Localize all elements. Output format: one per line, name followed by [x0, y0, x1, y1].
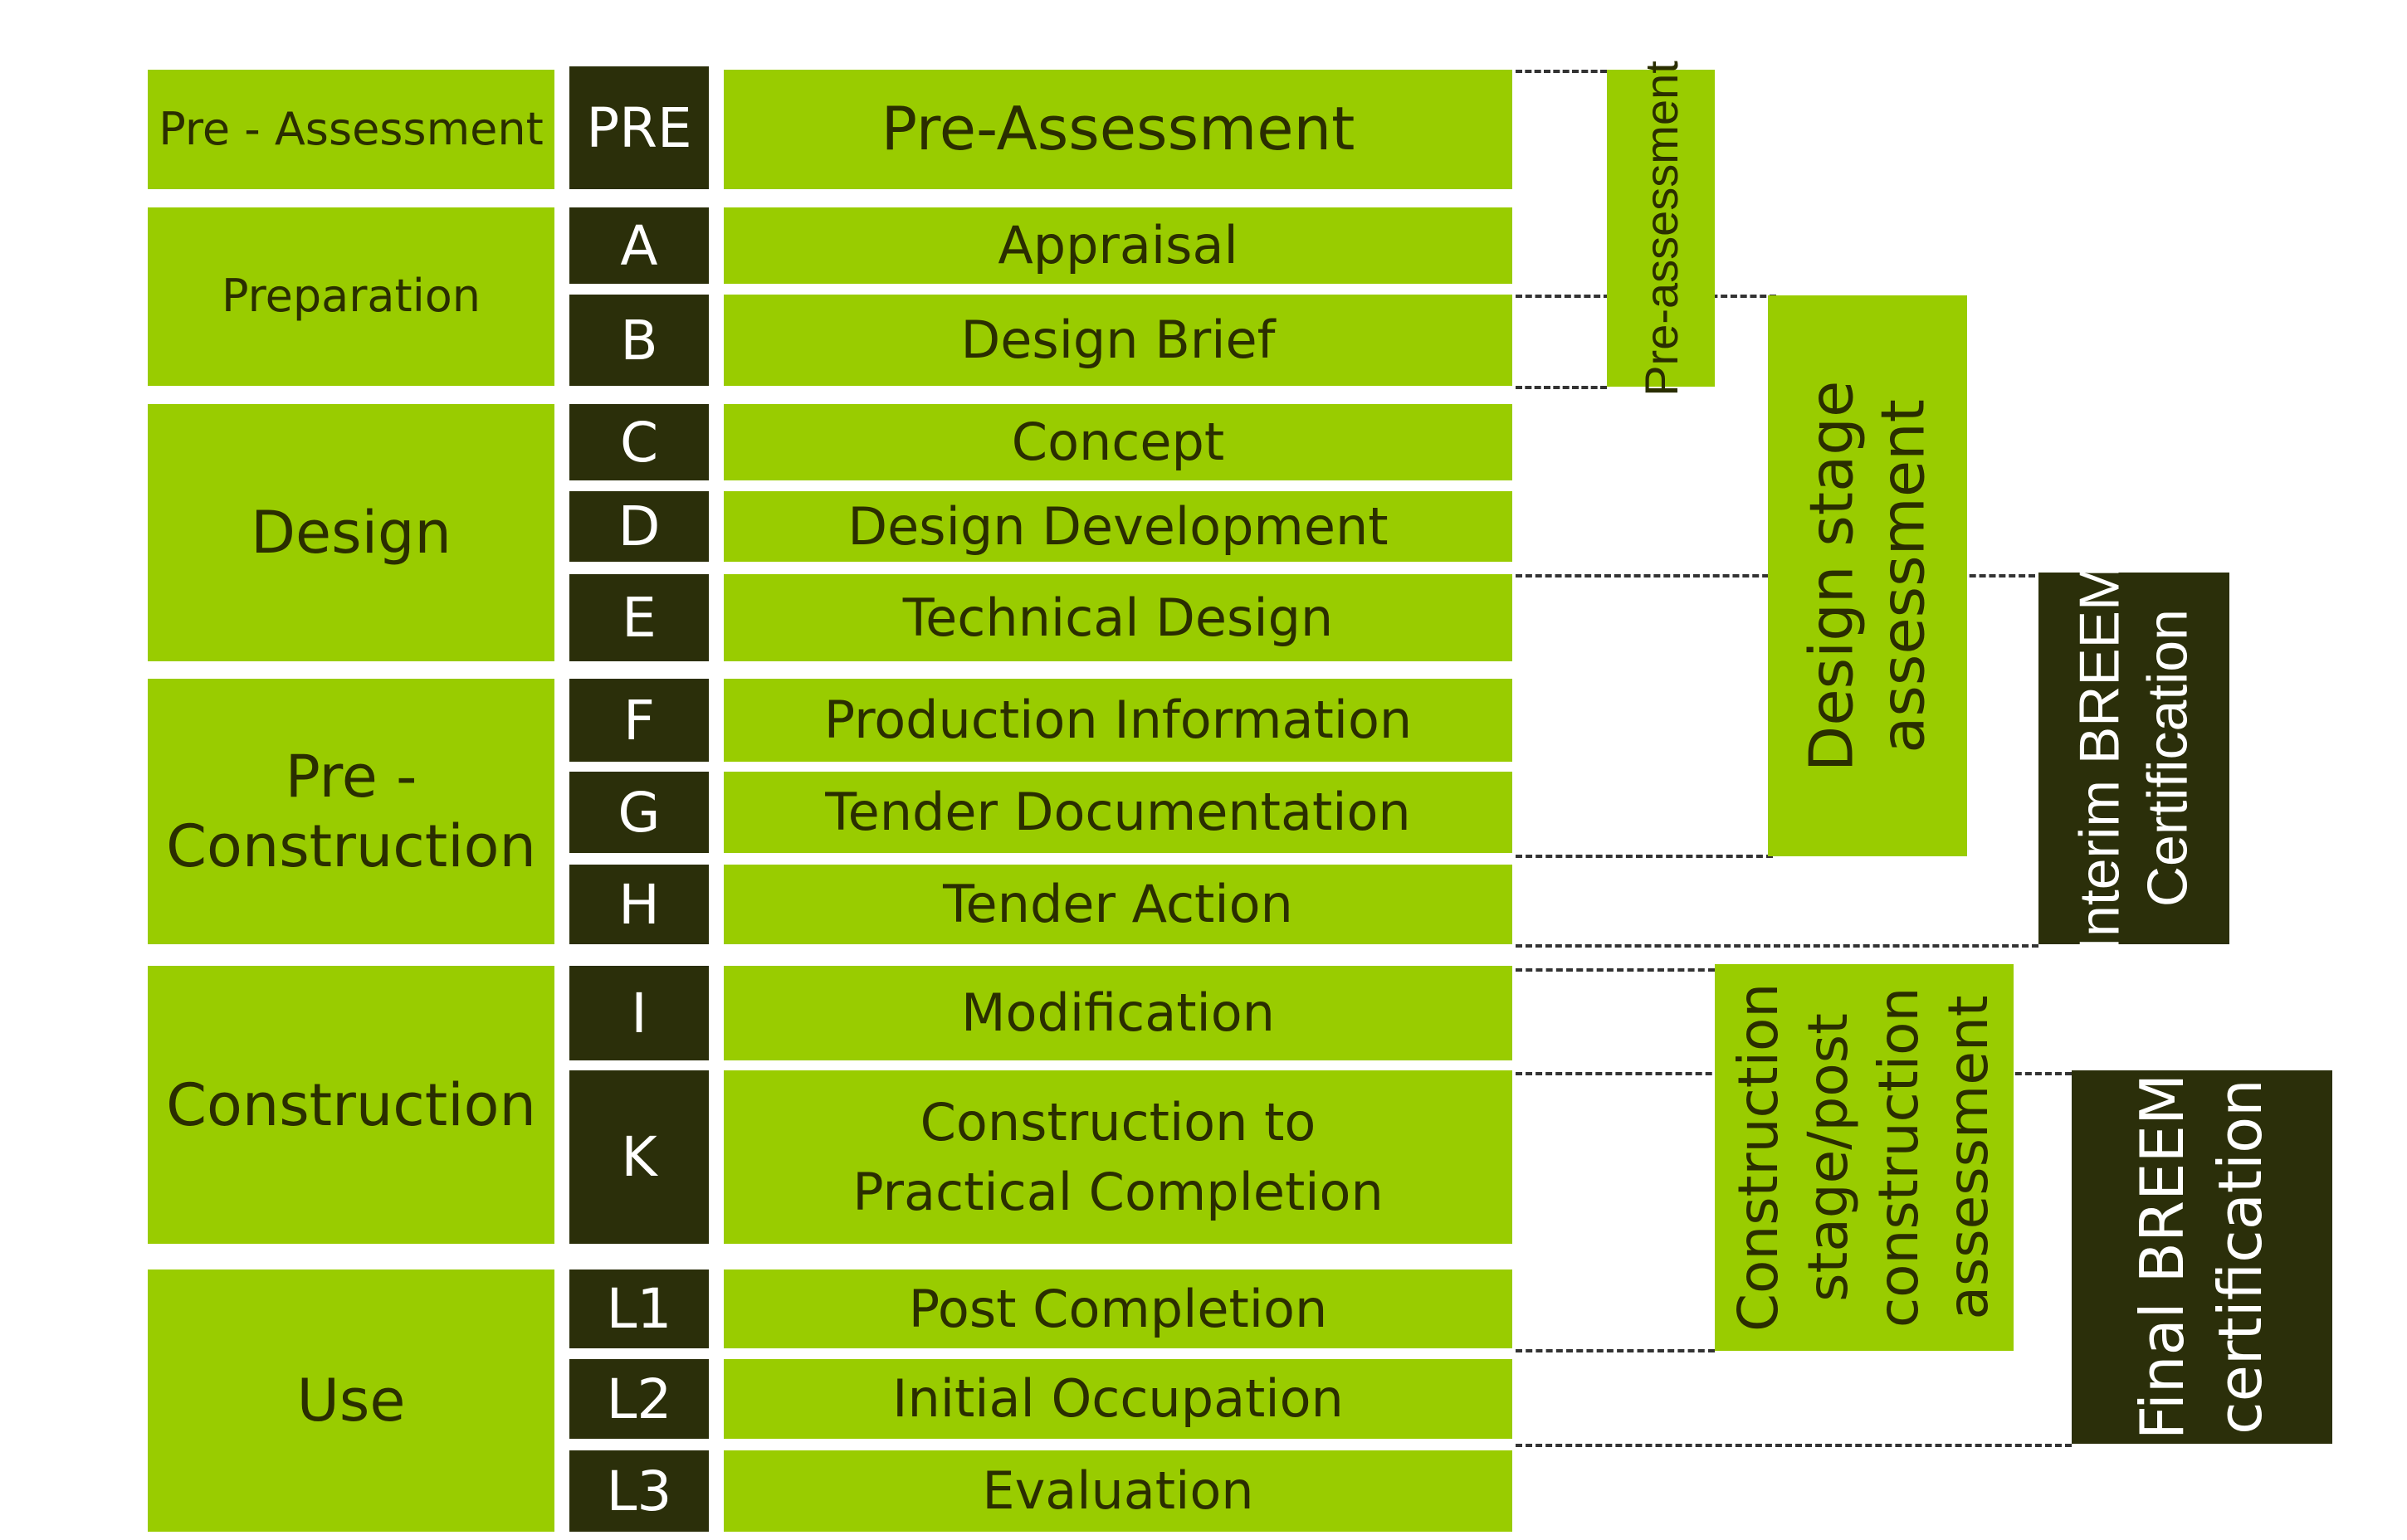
- connector-line: [1516, 1349, 1715, 1352]
- interim-breem-certification-box: Interim BREEM Certification: [2038, 564, 2229, 953]
- stage-code: A: [569, 207, 709, 284]
- stage-code: L3: [569, 1450, 709, 1532]
- design-stage-assessment-label: Design stage assessment: [1796, 380, 1938, 772]
- construction-assessment-label: Construction stage/post construction ass…: [1726, 982, 2001, 1333]
- connector-line: [1516, 855, 1773, 858]
- stage-code: I: [569, 966, 709, 1060]
- stage-name: Evaluation: [724, 1450, 1512, 1532]
- stage-name: Tender Documentation: [724, 772, 1512, 853]
- stage-name: Pre-Assessment: [724, 70, 1512, 189]
- stage-name: Technical Design: [724, 574, 1512, 661]
- stage-name: Initial Occupation: [724, 1359, 1512, 1439]
- stage-code: B: [569, 295, 709, 386]
- final-breem-certification-label: Final BREEM certification: [2127, 1074, 2276, 1440]
- phase-preparation: Preparation: [148, 207, 554, 386]
- connector-line: [1516, 70, 1607, 73]
- stage-name: Tender Action: [724, 865, 1512, 944]
- stage-code: K: [569, 1070, 709, 1244]
- interim-breem-certification-label: Interim BREEM Certification: [2068, 563, 2199, 953]
- stage-name: Modification: [724, 966, 1512, 1060]
- phase-construction: Construction: [148, 966, 554, 1244]
- stage-code: PRE: [569, 66, 709, 189]
- phase-pre-construction: Pre - Construction: [148, 679, 554, 944]
- stage-name: Construction to Practical Completion: [724, 1070, 1512, 1244]
- phase-design: Design: [148, 404, 554, 661]
- phase-pre-assessment: Pre - Assessment: [148, 70, 554, 189]
- stage-code: D: [569, 491, 709, 562]
- stage-name: Post Completion: [724, 1270, 1512, 1348]
- final-breem-certification-box: Final BREEM certification: [2072, 1070, 2332, 1444]
- stage-name: Design Development: [724, 491, 1512, 562]
- stage-name: Concept: [724, 404, 1512, 480]
- connector-line: [1516, 968, 1715, 972]
- stage-name: Production Information: [724, 679, 1512, 762]
- stage-code: F: [569, 679, 709, 762]
- pre-assessment-box: Pre-assessment: [1607, 61, 1715, 396]
- stage-code: G: [569, 772, 709, 853]
- stage-code: L1: [569, 1270, 709, 1348]
- phase-use: Use: [148, 1270, 554, 1532]
- stage-code: L2: [569, 1359, 709, 1439]
- pre-assessment-label: Pre-assessment: [1634, 60, 1687, 397]
- construction-assessment-box: Construction stage/post construction ass…: [1715, 964, 2014, 1351]
- stage-code: C: [569, 404, 709, 480]
- stage-code: H: [569, 865, 709, 944]
- connector-line: [1516, 1444, 2072, 1447]
- stage-code: E: [569, 574, 709, 661]
- design-stage-assessment-box: Design stage assessment: [1768, 295, 1967, 856]
- connector-line: [1516, 386, 1607, 389]
- stage-name: Appraisal: [724, 207, 1512, 284]
- stage-name: Design Brief: [724, 295, 1512, 386]
- connector-line: [1516, 944, 2038, 948]
